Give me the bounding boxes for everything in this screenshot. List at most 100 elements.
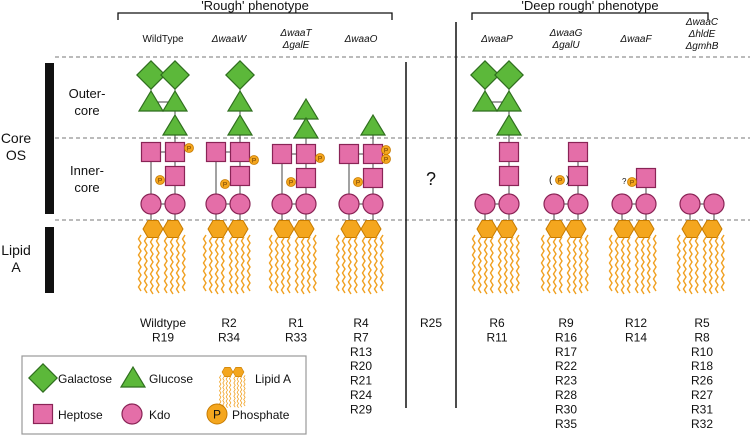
strain-label: R16 [555,330,577,344]
strain-label: R33 [285,330,307,344]
structure-waac-hlde-gmhb [678,193,725,294]
strain-label: R28 [555,388,577,402]
core-os-label-line2: OS [6,147,26,163]
strain-label: R11 [486,330,507,344]
heptose-icon [567,141,589,163]
structure-waap [470,60,524,295]
strain-label: R27 [691,388,713,402]
lipid-a-icon [473,221,520,295]
glucose-icon [496,114,522,136]
genotype-hlde: ΔhldE [688,29,716,40]
genotype-waaw: ΔwaaW [211,34,248,45]
phosphate-icon [555,175,565,185]
kdo-icon [229,193,251,215]
legend: Galactose Glucose Lipid A Heptose Kdo P … [21,355,307,435]
strain-label: R14 [625,330,647,344]
heptose-icon [271,143,293,165]
strain-lists: WildtypeR19R2R34R1R33R4R7R13R20R21R24R29… [140,316,713,431]
strain-label: R19 [152,330,174,344]
phosphate-icon [184,143,194,153]
glucose-icon [472,90,498,112]
structure-waag-galu: ( ) [542,141,589,295]
strain-label: R21 [350,374,372,388]
genotype-waaf: ΔwaaF [619,34,652,45]
genotype-gmhb: ΔgmhB [685,41,719,52]
legend-phosphate: Phosphate [232,408,290,422]
legend-galactose: Galactose [58,372,112,386]
galactose-icon [225,60,255,90]
heptose-icon [567,165,589,187]
core-os-label-line1: Core [1,130,32,146]
lipid-a-bar [45,227,54,293]
genotype-waap: ΔwaaP [480,34,513,45]
phosphate-icon [315,153,325,163]
structure-waat-gale [270,98,325,294]
kdo-icon [679,193,701,215]
legend-phosphate-letter: P [213,408,221,422]
glucose-icon [496,90,522,112]
phosphate-icon [206,403,228,425]
kdo-icon [362,193,384,215]
legend-kdo: Kdo [149,408,171,422]
lipid-a-icon [610,221,657,295]
legend-glucose: Glucose [149,372,193,386]
heptose-icon [229,141,251,163]
heptose-icon [498,165,520,187]
kdo-icon [498,193,520,215]
strain-label: R30 [555,402,577,416]
inner-core-label-line2: core [74,180,99,195]
strain-label: R4 [353,316,369,330]
structure-waao [337,114,391,295]
glucose-icon [293,117,319,139]
heptose-icon [338,143,360,165]
heptose-icon [362,143,384,165]
heptose-icon [362,167,384,189]
kdo-icon [205,193,227,215]
kdo-icon [140,193,162,215]
genotype-waat: ΔwaaT [279,28,312,39]
galactose-icon [494,60,524,90]
phosphate-icon [286,177,296,187]
phosphate-icon [155,175,165,185]
genotype-labels: WildType ΔwaaW ΔwaaT ΔgalE ΔwaaO ΔwaaP Δ… [142,17,718,52]
outer-core-label-line2: core [74,103,99,118]
heptose-icon [295,167,317,189]
question-phosphate-mark: ? [622,177,627,186]
kdo-icon [121,403,143,425]
strain-label: R1 [288,316,304,330]
glucose-icon [293,98,319,120]
strain-label: R25 [420,316,442,330]
strain-label: R12 [625,316,647,330]
heptose-icon [205,141,227,163]
strain-label: R7 [353,330,369,344]
strain-label: R34 [218,330,240,344]
lipid-a-icon [337,221,384,295]
strain-label: R6 [489,316,505,330]
heptose-icon [32,403,54,425]
phosphate-icon [381,154,391,164]
rough-bracket: 'Rough' phenotype [117,0,393,20]
strain-label: R5 [694,316,710,330]
strain-label: R18 [691,359,713,373]
lipid-a-label-line1: Lipid [1,242,31,258]
lipid-a-icon [204,221,251,295]
rough-phenotype-title: 'Rough' phenotype [201,0,309,13]
heptose-icon [498,141,520,163]
strain-label: R24 [350,388,372,402]
uncertain-phosphate-left-paren: ( [549,175,553,186]
strain-label: R29 [350,402,372,416]
phosphate-icon [249,155,259,165]
kdo-icon [295,193,317,215]
heptose-icon [140,141,162,163]
phosphate-icon [627,177,637,187]
kdo-icon [611,193,633,215]
kdo-icon [567,193,589,215]
strain-label: R13 [350,345,372,359]
heptose-icon [229,165,251,187]
genotype-waag: ΔwaaG [549,28,583,39]
genotype-wildtype: WildType [142,34,184,45]
glucose-icon [138,90,164,112]
genotype-galu: ΔgalU [551,40,580,51]
lipid-a-label-line2: A [11,259,21,275]
genotype-waac: ΔwaaC [685,17,719,28]
